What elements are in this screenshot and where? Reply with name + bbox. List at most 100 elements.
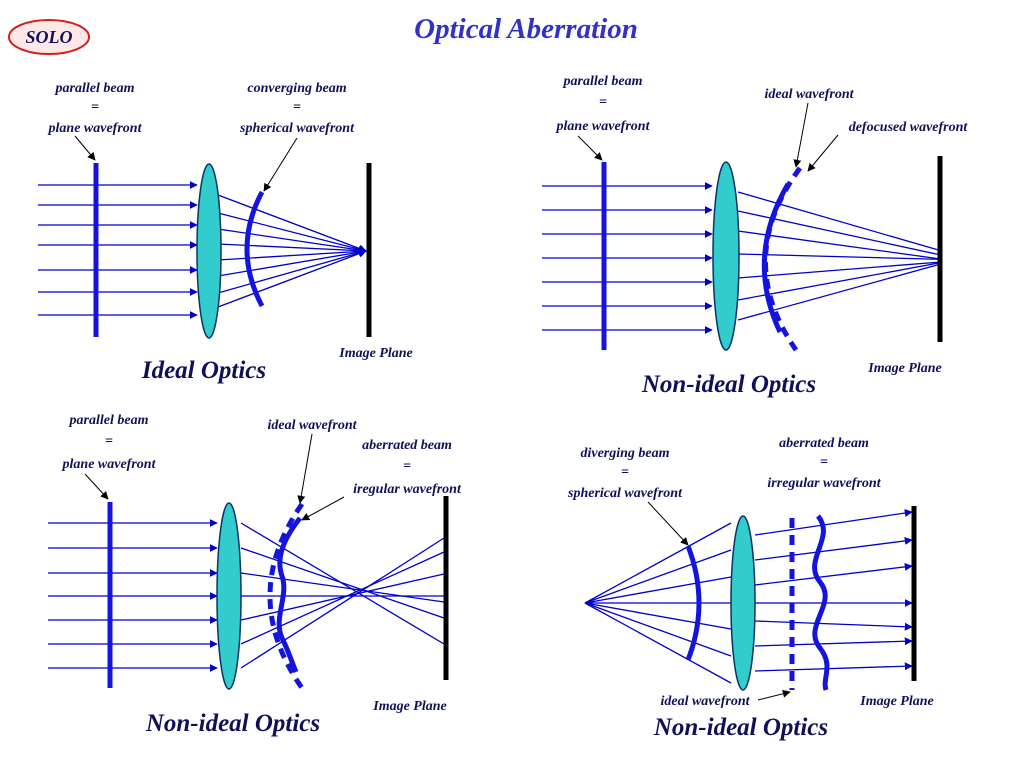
aberrated-beam-pointer xyxy=(301,496,345,521)
aberrated-ray xyxy=(240,551,445,645)
lens xyxy=(712,161,740,351)
svg-text:converging beam: converging beam xyxy=(247,81,346,96)
defocused-ray xyxy=(737,253,939,260)
lens xyxy=(216,502,242,690)
irregular-wavefront xyxy=(812,514,830,691)
svg-text:diverging beam: diverging beam xyxy=(580,446,669,461)
svg-text:parallel beam: parallel beam xyxy=(563,74,643,89)
ideal-wavefront-pointer xyxy=(793,102,809,168)
svg-text:iregular wavefront: iregular wavefront xyxy=(353,482,462,497)
aberrated-ray xyxy=(240,573,445,621)
lens xyxy=(196,163,222,339)
aberrated-ray xyxy=(240,537,445,669)
defocused-ray xyxy=(737,191,939,251)
defocused-wavefront-pointer xyxy=(807,134,839,172)
ideal-wavefront-label: ideal wavefront xyxy=(660,694,750,709)
converging-ray xyxy=(217,249,367,308)
svg-text:=: = xyxy=(105,434,113,449)
defocused-ray xyxy=(737,262,939,301)
svg-text:=: = xyxy=(820,455,828,470)
aberrated-beam-label: aberrated beam = irregular wavefront xyxy=(767,436,881,491)
converging-ray xyxy=(217,249,367,294)
diverging-ray xyxy=(584,549,732,604)
svg-text:=: = xyxy=(599,95,607,110)
svg-text:spherical wavefront: spherical wavefront xyxy=(567,486,683,501)
ideal-wavefront-label: ideal wavefront xyxy=(764,87,854,102)
converging-ray xyxy=(217,247,367,261)
defocused-wavefront xyxy=(761,182,791,334)
ideal-wavefront xyxy=(267,502,305,690)
parallel-beam-pointer xyxy=(84,473,109,500)
incoming-rays xyxy=(542,182,713,334)
image-plane-label: Image Plane xyxy=(338,346,413,361)
panel-aberrated-beam: parallel beam = plane wavefront ideal wa… xyxy=(48,413,462,737)
panel-caption: Ideal Optics xyxy=(141,357,266,384)
incoming-rays xyxy=(38,181,198,319)
aberrated-ray xyxy=(754,509,913,536)
spherical-wavefront xyxy=(244,190,265,308)
svg-text:parallel beam: parallel beam xyxy=(69,413,149,428)
panel-caption: Non-ideal Optics xyxy=(145,710,320,737)
image-plane-label: Image Plane xyxy=(372,699,447,714)
svg-text:=: = xyxy=(91,100,99,115)
ideal-wavefront-pointer xyxy=(297,433,313,504)
irregular-wavefront xyxy=(276,516,302,674)
parallel-beam-label: parallel beam = plane wavefront xyxy=(556,74,651,134)
diverging-beam-label: diverging beam = spherical wavefront xyxy=(567,446,683,501)
converging-ray xyxy=(217,248,367,277)
svg-text:=: = xyxy=(293,100,301,115)
diverging-ray xyxy=(584,602,732,684)
panel-caption: Non-ideal Optics xyxy=(641,371,816,398)
defocused-wavefront-label: defocused wavefront xyxy=(849,120,969,135)
image-plane-label: Image Plane xyxy=(859,694,934,709)
aberrated-ray xyxy=(240,547,445,619)
aberrated-ray xyxy=(754,562,913,586)
aberrated-ray xyxy=(754,620,913,631)
svg-text:parallel beam: parallel beam xyxy=(55,81,135,96)
svg-text:=: = xyxy=(621,465,629,480)
solo-badge-label: SOLO xyxy=(25,27,72,47)
converging-ray xyxy=(217,212,367,254)
panel-ideal-optics: parallel beam = plane wavefront convergi… xyxy=(38,81,413,384)
parallel-beam-label: parallel beam = plane wavefront xyxy=(62,413,157,472)
svg-text:plane wavefront: plane wavefront xyxy=(48,121,143,136)
aberrated-ray xyxy=(754,536,913,561)
defocused-ray xyxy=(737,230,939,260)
diverging-rays xyxy=(584,522,732,684)
ideal-wavefront-pointer xyxy=(757,689,791,701)
lens xyxy=(730,515,756,691)
panel-defocus: parallel beam = plane wavefront ideal wa… xyxy=(542,74,968,398)
incoming-rays xyxy=(48,519,218,672)
svg-text:irregular wavefront: irregular wavefront xyxy=(767,476,881,491)
parallel-beam-pointer xyxy=(74,135,96,161)
aberrated-ray xyxy=(754,662,913,672)
diverging-ray xyxy=(584,576,732,604)
panel-diverging-beam: diverging beam = spherical wavefront abe… xyxy=(567,436,934,741)
diverging-beam-pointer xyxy=(647,501,689,546)
page-title: Optical Aberration xyxy=(414,13,638,45)
converging-ray xyxy=(217,228,367,254)
defocused-ray xyxy=(737,261,939,279)
converging-beam-pointer xyxy=(263,137,298,192)
aberrated-rays xyxy=(754,509,913,672)
image-plane-label: Image Plane xyxy=(867,361,942,376)
diverging-ray xyxy=(584,602,732,657)
panel-caption: Non-ideal Optics xyxy=(653,714,828,741)
converging-beam-label: converging beam = spherical wavefront xyxy=(239,81,355,136)
solo-badge xyxy=(8,19,90,55)
svg-text:=: = xyxy=(403,459,411,474)
parallel-beam-label: parallel beam = plane wavefront xyxy=(48,81,143,136)
aberrated-rays xyxy=(240,522,445,669)
aberrated-ray xyxy=(240,572,445,603)
converging-ray xyxy=(217,194,367,253)
parallel-beam-pointer xyxy=(577,135,603,161)
svg-text:aberrated beam: aberrated beam xyxy=(779,436,869,451)
header: SOLO Optical Aberration xyxy=(8,13,638,55)
aberrated-ray xyxy=(754,637,913,647)
converging-ray xyxy=(217,243,367,255)
diverging-ray xyxy=(584,522,732,604)
spherical-wavefront xyxy=(685,545,702,661)
converging-rays xyxy=(217,194,367,308)
aberrated-beam-label: aberrated beam = iregular wavefront xyxy=(353,438,462,497)
svg-text:plane wavefront: plane wavefront xyxy=(556,119,651,134)
